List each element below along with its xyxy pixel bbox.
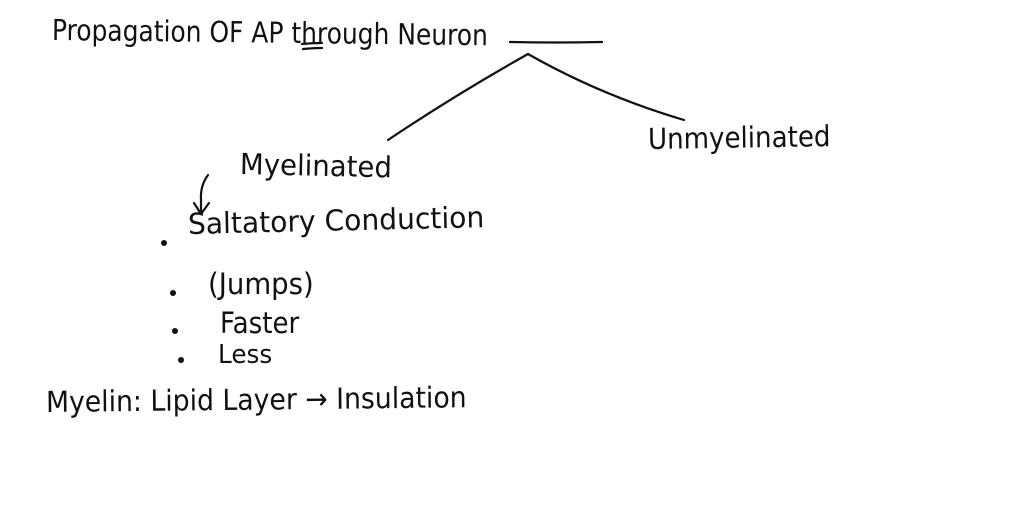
bullet-item: Less xyxy=(218,340,273,370)
bullet-dot-icon xyxy=(178,357,184,363)
bullet-dot-icon xyxy=(170,290,176,296)
branch-label-unmyelinated: Unmyelinated xyxy=(647,119,831,156)
bullet-dot-icon xyxy=(172,328,178,334)
page-title: Propagation OF AP through Neuron xyxy=(51,13,489,53)
bullet-item: (Jumps) xyxy=(208,267,314,301)
bullet-dot-icon xyxy=(161,240,167,246)
branch-label-myelinated: Myelinated xyxy=(239,147,393,185)
myelin-definition: Myelin: Lipid Layer → Insulation xyxy=(45,380,467,419)
bullet-item: Saltatory Conduction xyxy=(187,200,485,241)
branch-line-left xyxy=(386,52,530,142)
bullet-item: Faster xyxy=(220,306,300,340)
branch-line-right xyxy=(526,52,686,122)
neuron-underline xyxy=(508,40,604,44)
